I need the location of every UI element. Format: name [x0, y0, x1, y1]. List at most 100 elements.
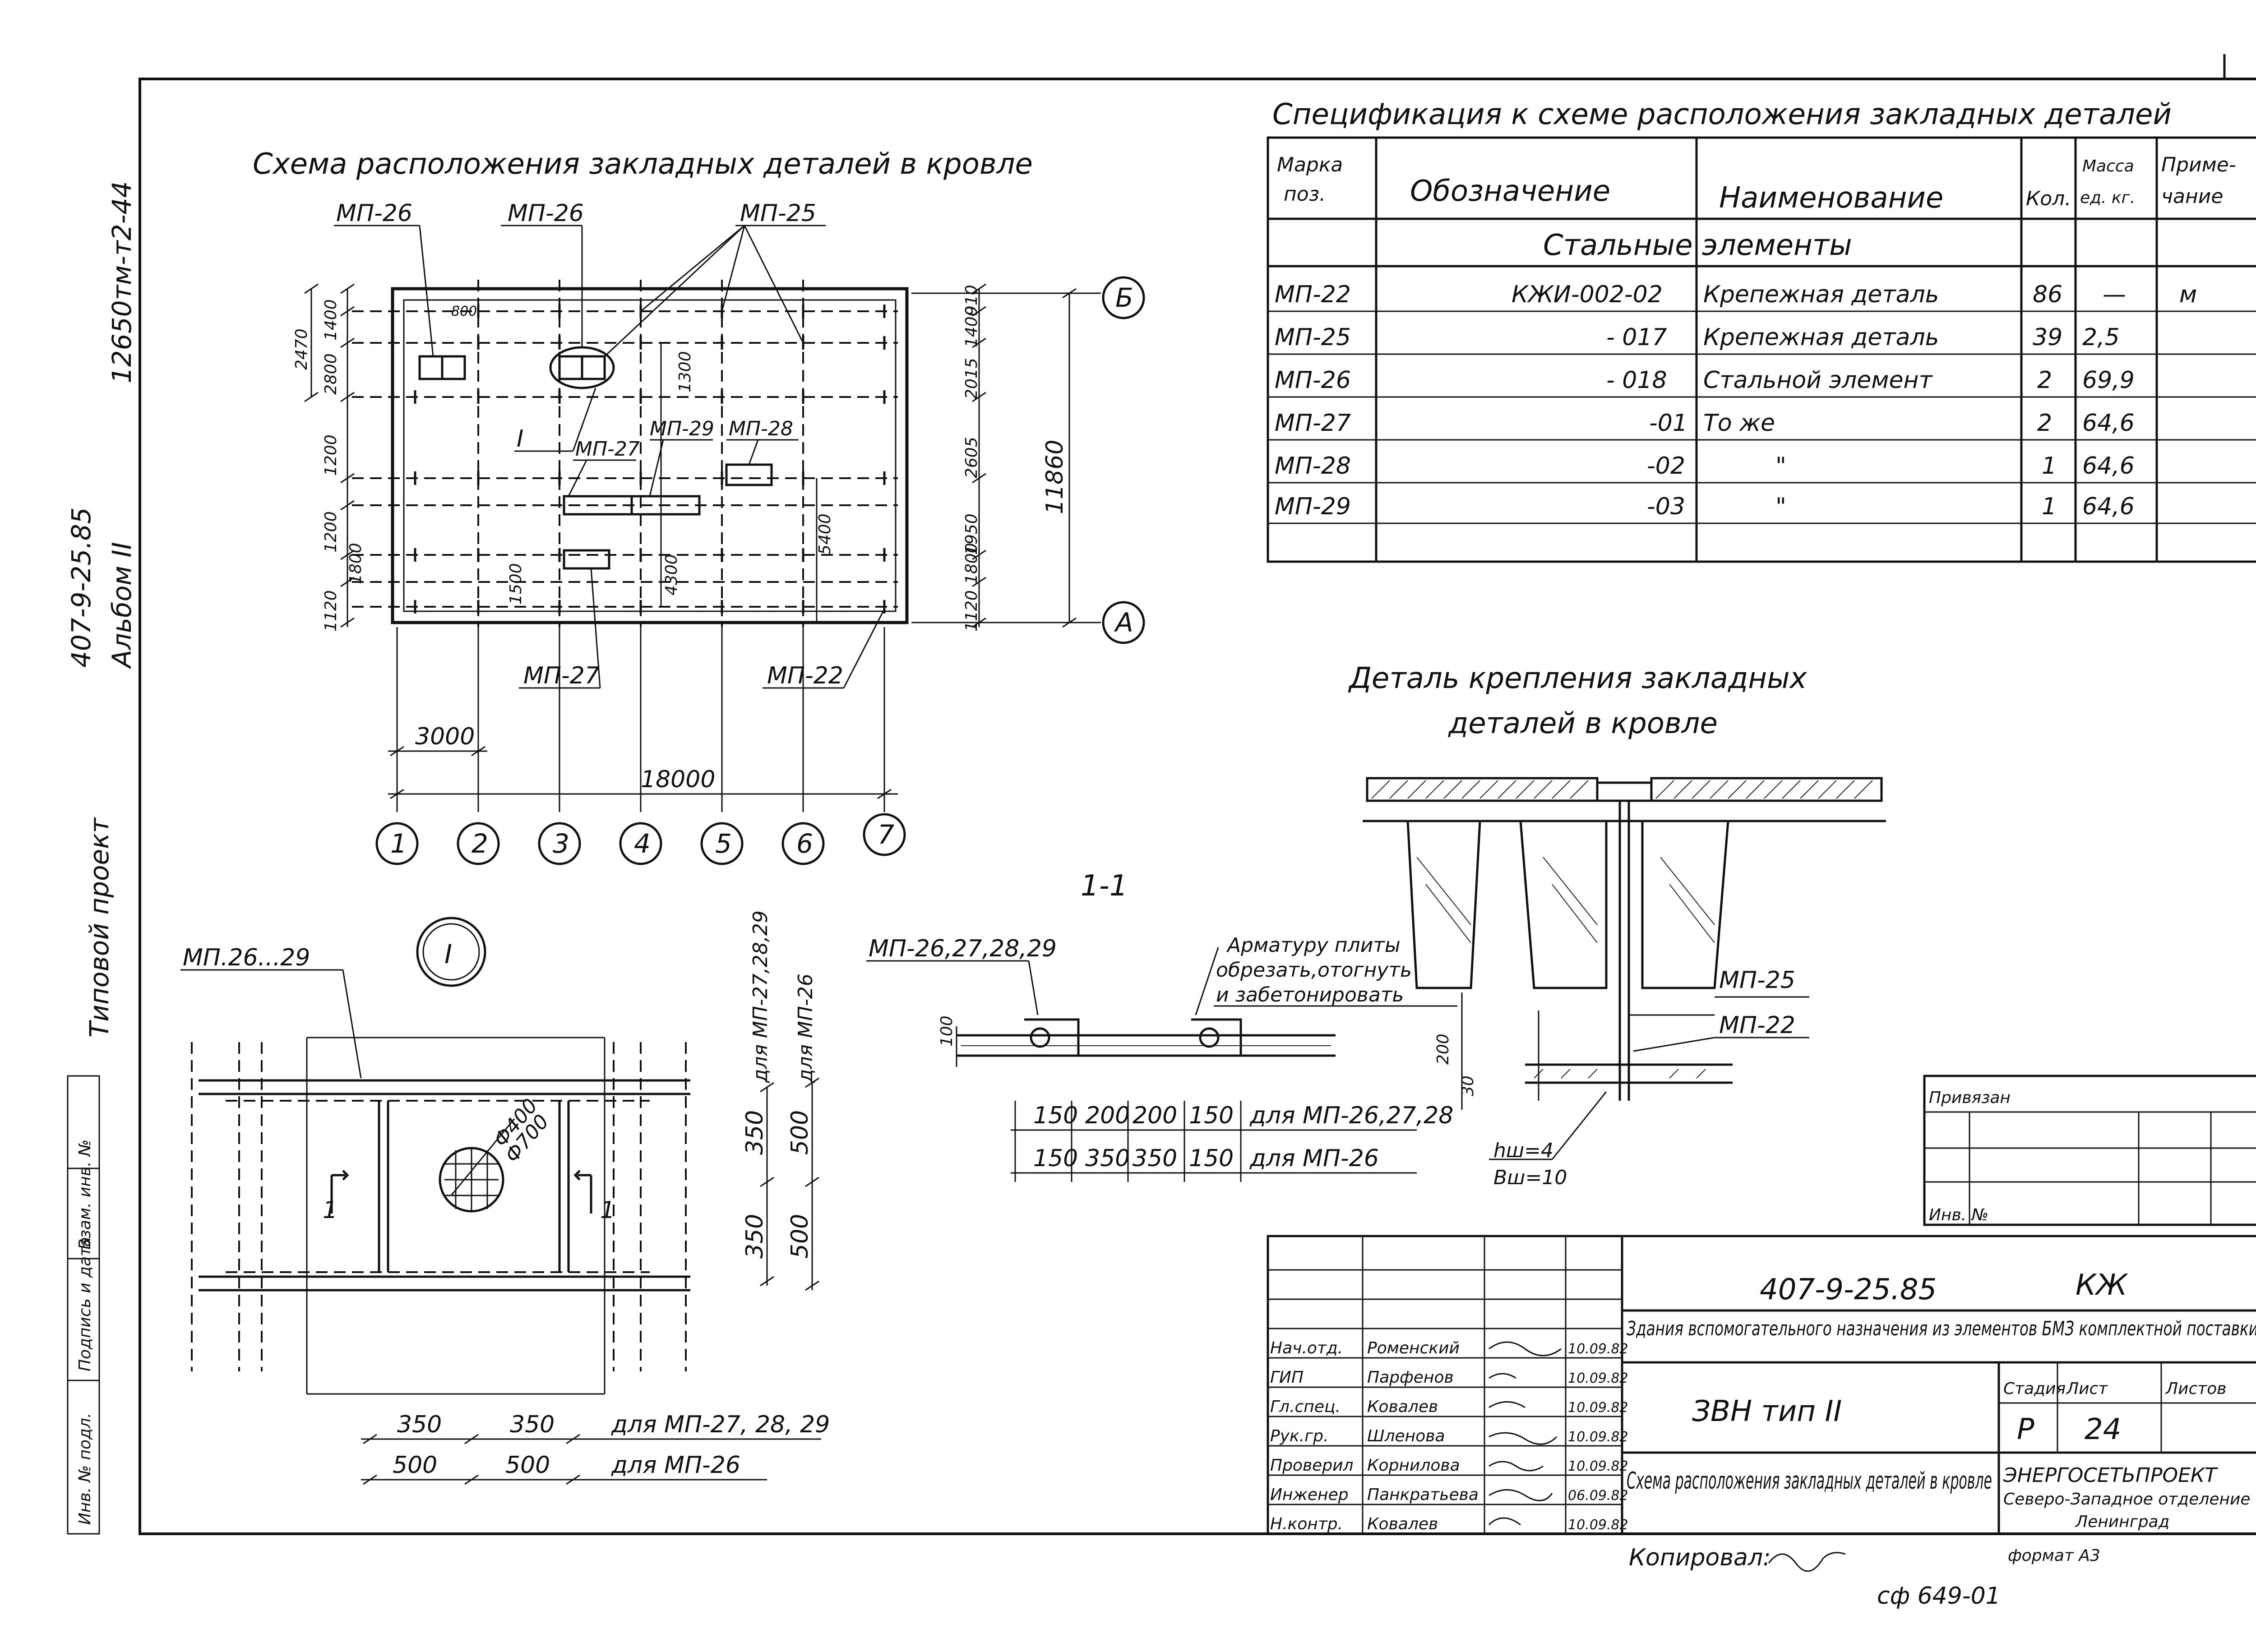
fixing-title-1: Деталь крепления закладных [1348, 662, 1808, 695]
stamp-org-3: Ленинград [2075, 1513, 2169, 1531]
spec-table: Спецификация к схеме расположения заклад… [1267, 98, 2256, 563]
fixing-label-mp25: МП-25 [1719, 967, 1795, 994]
spec-head-note-2: чание [2161, 185, 2223, 208]
staff-7-name: Ковалев [1367, 1515, 1438, 1533]
spec-head-qty: Кол. [2026, 187, 2071, 210]
sec-dim-150-b: 150 [1189, 1102, 1234, 1129]
sheet-frame [139, 54, 2256, 1535]
staff-5-name: Корнилова [1367, 1456, 1460, 1475]
bottom-label-1: для МП-27, 28, 29 [611, 1411, 830, 1438]
spec-head-mark-2: поз. [1284, 183, 1326, 206]
note-line-2: обрезать,отогнуть [1216, 959, 1412, 982]
note-line-3: и забетонировать [1216, 983, 1404, 1006]
axis-2: 2 [472, 828, 488, 859]
spec-row-6-name: " [1775, 493, 1786, 520]
node-circle-label: I [444, 939, 452, 969]
spec-row-1-name: Крепежная деталь [1703, 281, 1939, 308]
fixing-title-2: деталей в кровле [1448, 707, 1718, 740]
stamp-org-2: Северо-Западное отделение [2003, 1490, 2251, 1509]
staff-1-name: Роменский [1367, 1339, 1460, 1357]
spec-row-3-qty: 2 [2037, 367, 2052, 394]
label-mp28: МП-28 [729, 417, 793, 440]
dim-right-350-a: 350 [741, 1110, 768, 1155]
spec-head-mark-1: Марка [1277, 153, 1343, 176]
row-bubble-A [1102, 601, 1145, 644]
fixing-label-mp22: МП-22 [1719, 1012, 1795, 1039]
format-label: формат А3 [2008, 1546, 2100, 1565]
axis-5: 5 [715, 828, 732, 859]
node-detail: I МП.26...29 Ф400 Ф700 1 1 350 350 500 5… [180, 910, 830, 1485]
spec-row-6-qty: 1 [2042, 493, 2057, 520]
stamp-staff: Нач.отд. Роменский 10.09.82 ГИП Парфенов… [1270, 1339, 1628, 1533]
dim-left-1: 2470 [292, 328, 311, 370]
spec-row-1-qty: 86 [2033, 281, 2062, 308]
spec-head-mass-2: ед. кг. [2080, 189, 2135, 207]
staff-4-name: Шленова [1367, 1427, 1445, 1445]
dim-1500: 1500 [507, 563, 525, 605]
staff-3-date: 10.09.82 [1568, 1400, 1628, 1416]
spec-head-note-1: Приме- [2161, 153, 2236, 176]
spec-head-designation: Обозначение [1410, 175, 1610, 208]
stamp-project-title: Здания вспомогательного назначения из эл… [1627, 1317, 2256, 1340]
label-mp25: МП-25 [740, 200, 816, 227]
roof-plan: Схема расположения закладных деталей в к… [253, 148, 1145, 865]
dim-right-5: 1950 [962, 513, 981, 555]
stamp-sheet-label: Лист [2066, 1380, 2108, 1398]
copied-label: Копировал: [1629, 1544, 1771, 1571]
spec-row-2-mass: 2,5 [2082, 324, 2120, 351]
plan-title: Схема расположения закладных деталей в к… [253, 148, 1033, 181]
sec-dim-label-2: для МП-26 [1249, 1145, 1379, 1172]
spec-row-5-designation: -02 [1647, 452, 1685, 480]
spec-row-4-qty: 2 [2037, 410, 2052, 437]
dim-left-6: 1800 [347, 543, 365, 584]
sec-dim-350-b: 350 [1133, 1145, 1177, 1172]
dim-total-vertical: 11860 [1041, 440, 1068, 514]
sec-dim-150-c: 150 [1033, 1145, 1078, 1172]
spec-row-5-qty: 1 [2042, 452, 2057, 480]
spec-row-4-name: То же [1703, 410, 1775, 437]
spec-row-2-designation: - 017 [1606, 324, 1667, 351]
staff-1-date: 10.09.82 [1568, 1341, 1628, 1357]
axis-7: 7 [878, 819, 894, 850]
fixing-dim-200: 200 [1434, 1034, 1452, 1065]
spec-title: Спецификация к схеме расположения заклад… [1272, 98, 2172, 131]
spec-head-mass-1: Масса [2082, 157, 2134, 175]
inv-no-label: Инв. № [1929, 1206, 1988, 1224]
side-field-sign: Подпись и дата [76, 1237, 94, 1371]
right-label-2: для МП-26 [794, 974, 817, 1083]
right-label-1: для МП-27,28,29 [749, 910, 772, 1083]
note-line-1: Арматуру плиты [1226, 934, 1401, 957]
row-label-B: Б [1115, 282, 1133, 313]
staff-7-role: Н.контр. [1270, 1515, 1343, 1533]
spec-row-1-note: м [2179, 281, 2197, 308]
sec-dim-200-a: 200 [1085, 1102, 1130, 1129]
bottom-500-b: 500 [505, 1452, 550, 1479]
staff-1-role: Нач.отд. [1270, 1339, 1343, 1357]
axis-4: 4 [634, 828, 651, 859]
anchor-marks [414, 305, 886, 614]
spec-row-3-mass: 69,9 [2082, 367, 2135, 394]
staff-6-name: Панкратьева [1367, 1486, 1479, 1504]
dim-18000: 18000 [641, 766, 715, 793]
label-mp22: МП-22 [767, 662, 843, 689]
height-100: 100 [938, 1015, 956, 1047]
spec-row-1-designation: КЖИ-002-02 [1512, 281, 1663, 308]
dim-right-3: 2015 [962, 358, 981, 399]
axis-1: 1 [390, 828, 407, 859]
album-label: Альбом II [106, 542, 137, 669]
staff-6-role: Инженер [1270, 1486, 1349, 1504]
sec-dim-200-b: 200 [1133, 1102, 1177, 1129]
dim-4300: 4300 [662, 554, 681, 595]
staff-4-date: 10.09.82 [1568, 1429, 1628, 1445]
staff-5-date: 10.09.82 [1568, 1458, 1628, 1474]
sec-dim-label-1: для МП-26,27,28 [1249, 1102, 1453, 1129]
dim-right-500-a: 500 [786, 1110, 814, 1155]
bottom-500-a: 500 [393, 1452, 437, 1479]
spec-row-6-mark: МП-29 [1275, 493, 1351, 520]
spec-rows: МП-22 КЖИ-002-02 Крепежная деталь 86 — м… [1275, 281, 2197, 520]
dim-right-500-b: 500 [786, 1214, 814, 1259]
label-node-I: I [517, 425, 523, 452]
staff-5-role: Проверил [1270, 1456, 1354, 1475]
title-block: Привязан Инв. № Нач.отд. Роменский [1267, 1075, 2256, 1610]
